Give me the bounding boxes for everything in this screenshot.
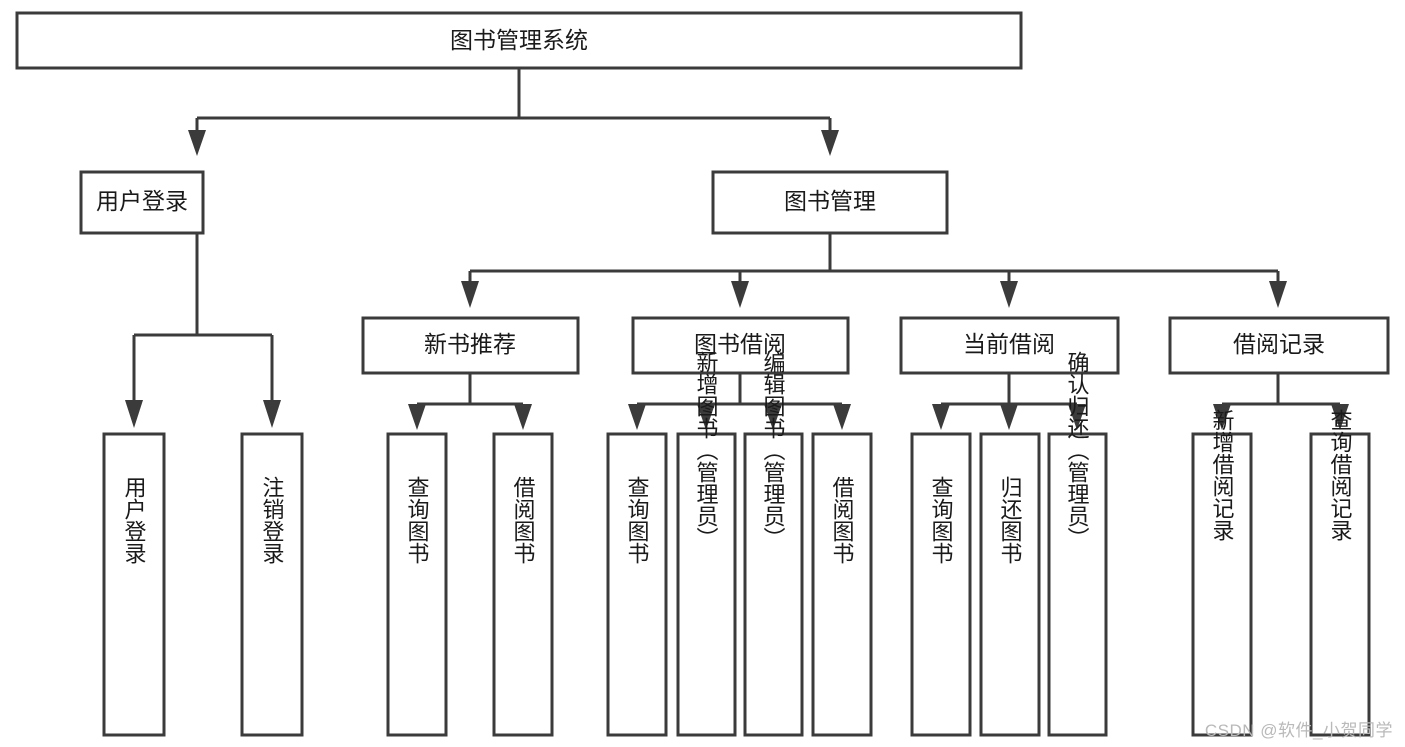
node-current-borrow-label: 当前借阅 [963,331,1055,357]
node-leaf-add-book-label: 新增图书（管理员） [694,351,719,549]
node-new-book-recommend-box[interactable] [361,316,580,375]
node-user-login-label: 用户登录 [96,188,188,214]
arrowhead-leaf-logout-login [263,400,281,428]
node-leaf-logout-login-label: 注销登录 [260,476,285,564]
node-leaf-return-book-label: 归还图书 [998,476,1023,564]
connector-group-book-borrow [628,373,851,430]
node-leaf-borrow-book-1[interactable]: 借阅图书 [492,432,554,737]
node-leaf-query-book-1[interactable]: 查询图书 [386,432,448,737]
connector-group-user-login [125,233,281,428]
node-user-login[interactable]: 用户登录 [79,170,205,235]
node-leaf-query-record[interactable]: 查询借阅记录 [1309,409,1371,737]
arrowhead-leaf-borrow-book-2 [833,404,851,430]
node-leaf-query-book-3-box[interactable] [910,432,972,737]
node-leaf-query-book-2-box[interactable] [606,432,668,737]
node-leaf-query-record-box[interactable] [1309,432,1371,737]
node-root[interactable]: 图书管理系统 [15,11,1023,70]
arrowhead-user-login [188,130,206,156]
node-leaf-borrow-book-2-label: 借阅图书 [830,476,855,564]
node-leaf-borrow-book-2[interactable]: 借阅图书 [811,432,873,737]
node-new-book-recommend[interactable]: 新书推荐 [361,316,580,375]
arrowhead-leaf-query-record [1331,404,1349,430]
node-book-manage[interactable]: 图书管理 [711,170,949,235]
node-book-borrow-label: 图书借阅 [694,331,786,357]
node-user-login-box[interactable] [79,170,205,235]
arrowhead-book-manage [821,130,839,156]
node-leaf-borrow-book-2-box[interactable] [811,432,873,737]
node-borrow-record-box[interactable] [1168,316,1390,375]
connector-group-book-manage [461,233,1287,308]
node-book-borrow-box[interactable] [631,316,850,375]
node-leaf-query-book-3-label: 查询图书 [929,476,954,564]
node-leaf-add-record-box[interactable] [1191,432,1253,737]
arrowhead-leaf-query-book-2 [628,404,646,430]
connector-group-root [188,68,839,156]
arrowhead-leaf-borrow-book-1 [514,404,532,430]
arrowhead-leaf-add-book [697,404,715,430]
node-leaf-return-book-box[interactable] [979,432,1041,737]
arrowhead-borrow-record [1269,281,1287,308]
node-borrow-record[interactable]: 借阅记录 [1168,316,1390,375]
connector-group-borrow-record [1213,373,1349,430]
node-leaf-query-book-1-label: 查询图书 [405,476,430,564]
arrowhead-leaf-query-book-3 [932,404,950,430]
arrowhead-leaf-query-book-1 [408,404,426,430]
arrowhead-leaf-confirm-return [1068,404,1086,430]
node-borrow-record-label: 借阅记录 [1233,331,1325,357]
connector-group-current-borrow [932,373,1086,430]
node-leaf-confirm-return[interactable]: 确认归还（管理员） [1047,351,1108,737]
node-leaf-query-book-2[interactable]: 查询图书 [606,432,668,737]
node-leaf-add-record-label: 新增借阅记录 [1210,409,1235,541]
node-leaf-logout-login[interactable]: 注销登录 [240,432,304,737]
connector-group-new-book-recommend [408,373,532,430]
node-leaf-user-login[interactable]: 用户登录 [102,432,166,737]
node-leaf-edit-book[interactable]: 编辑图书（管理员） [743,351,804,737]
arrowhead-leaf-edit-book [764,404,782,430]
node-leaf-user-login-label: 用户登录 [122,476,147,564]
node-book-manage-label: 图书管理 [784,188,876,214]
node-leaf-confirm-return-box[interactable] [1047,432,1108,737]
node-leaf-add-book-box[interactable] [676,432,737,737]
node-book-manage-box[interactable] [711,170,949,235]
node-leaf-query-record-label: 查询借阅记录 [1328,409,1353,541]
node-leaf-query-book-2-label: 查询图书 [625,476,650,564]
node-leaf-add-record[interactable]: 新增借阅记录 [1191,409,1253,737]
node-book-borrow[interactable]: 图书借阅 [631,316,850,375]
arrowhead-leaf-return-book [1000,404,1018,430]
node-current-borrow-box[interactable] [899,316,1120,375]
node-leaf-query-book-3[interactable]: 查询图书 [910,432,972,737]
node-root-label: 图书管理系统 [450,27,588,53]
node-root-box[interactable] [15,11,1023,70]
arrowhead-leaf-add-record [1213,404,1231,430]
arrowhead-book-borrow [731,281,749,308]
node-leaf-edit-book-label: 编辑图书（管理员） [761,351,786,549]
node-new-book-recommend-label: 新书推荐 [424,331,516,357]
node-leaf-query-book-1-box[interactable] [386,432,448,737]
node-leaf-add-book[interactable]: 新增图书（管理员） [676,351,737,737]
node-leaf-user-login-box[interactable] [102,432,166,737]
node-leaf-borrow-book-1-box[interactable] [492,432,554,737]
node-leaf-borrow-book-1-label: 借阅图书 [511,476,536,564]
arrowhead-leaf-user-login [125,400,143,428]
node-leaf-confirm-return-label: 确认归还（管理员） [1065,351,1090,549]
node-current-borrow[interactable]: 当前借阅 [899,316,1120,375]
arrowhead-new-book-recommend [461,281,479,308]
node-leaf-return-book[interactable]: 归还图书 [979,432,1041,737]
node-leaf-logout-login-box[interactable] [240,432,304,737]
node-leaf-edit-book-box[interactable] [743,432,804,737]
arrowhead-current-borrow [1000,281,1018,308]
